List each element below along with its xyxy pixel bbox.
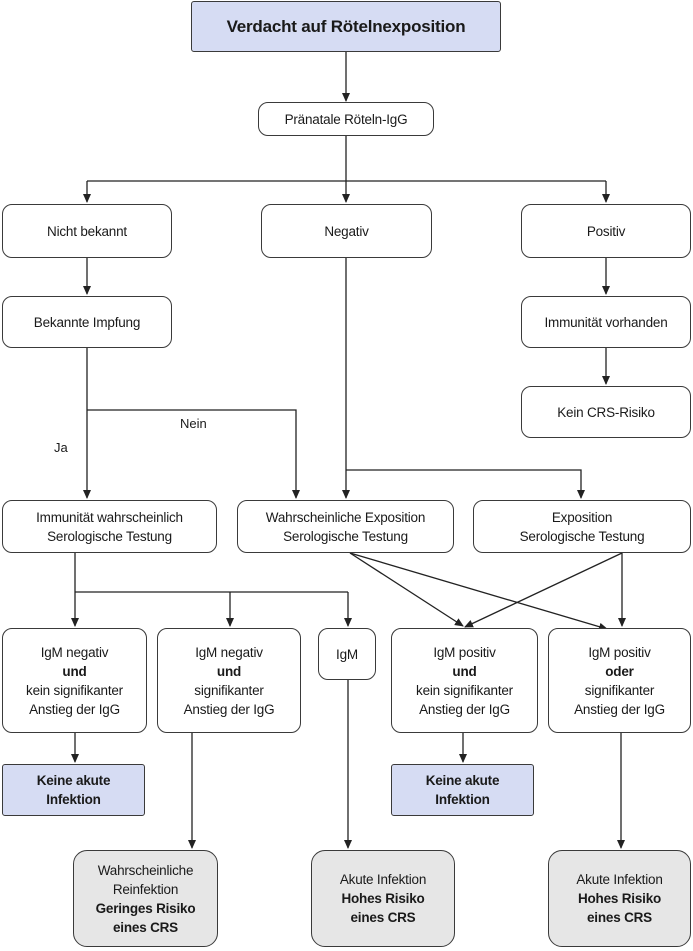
text: Immunität vorhanden bbox=[544, 314, 668, 330]
node-no-crs-risk: Kein CRS-Risiko bbox=[521, 386, 691, 438]
line: Akute Infektion bbox=[339, 872, 427, 887]
node-acute-infection-2: Akute Infektion Hohes Risiko eines CRS bbox=[548, 850, 691, 947]
line: eines CRS bbox=[350, 910, 416, 925]
node-igm-pos-or-rise: IgM positiv oder signifikanter Anstieg d… bbox=[548, 628, 691, 733]
edge-label-nein: Nein bbox=[180, 416, 207, 431]
text: Nicht bekannt bbox=[47, 223, 127, 239]
node-exposure-likely: Wahrscheinliche Exposition Serologische … bbox=[237, 500, 454, 553]
node-igm-pos-no-rise: IgM positiv und kein signifikanter Ansti… bbox=[391, 628, 538, 733]
text: Kein CRS-Risiko bbox=[557, 404, 655, 420]
line: Wahrscheinliche bbox=[97, 862, 194, 878]
line: kein signifikanter bbox=[416, 682, 513, 698]
line: IgM negativ bbox=[40, 644, 109, 660]
node-positive: Positiv bbox=[521, 204, 691, 258]
text: Pränatale Röteln-IgG bbox=[284, 111, 408, 127]
node-no-acute-infection-2: Keine akute Infektion bbox=[391, 764, 534, 816]
line: Immunität wahrscheinlich bbox=[36, 509, 183, 525]
line: Exposition bbox=[551, 509, 613, 525]
text: Negativ bbox=[324, 223, 369, 239]
node-unknown: Nicht bekannt bbox=[2, 204, 172, 258]
line: Anstieg der IgG bbox=[574, 701, 665, 717]
line: kein signifikanter bbox=[26, 682, 123, 698]
line: Hohes Risiko bbox=[577, 891, 662, 906]
node-reinfection: Wahrscheinliche Reinfektion Geringes Ris… bbox=[73, 850, 218, 947]
line: Serologische Testung bbox=[47, 528, 172, 544]
line: IgM positiv bbox=[588, 644, 651, 660]
node-acute-infection-1: Akute Infektion Hohes Risiko eines CRS bbox=[311, 850, 455, 947]
line: Serologische Testung bbox=[283, 528, 408, 544]
line: signifikanter bbox=[584, 682, 655, 698]
text: Bekannte Impfung bbox=[33, 314, 141, 330]
node-igm: IgM bbox=[318, 628, 376, 680]
edge-exp-igmpos1 bbox=[464, 552, 623, 628]
line: Reinfektion bbox=[112, 881, 179, 897]
node-igm-neg-rise: IgM negativ und signifikanter Anstieg de… bbox=[157, 628, 301, 733]
edge-explikely-igmpos2 bbox=[349, 552, 608, 631]
line: Akute Infektion bbox=[576, 872, 663, 887]
text: IgM bbox=[336, 646, 358, 662]
line: Hohes Risiko bbox=[341, 891, 425, 906]
line: und bbox=[62, 663, 87, 679]
line: Keine akute bbox=[36, 773, 111, 788]
node-no-acute-infection-1: Keine akute Infektion bbox=[2, 764, 145, 816]
line: Anstieg der IgG bbox=[29, 701, 120, 717]
line: Geringes Risiko bbox=[95, 900, 196, 916]
edge-explikely-igmpos1 bbox=[349, 552, 464, 627]
line: eines CRS bbox=[113, 919, 178, 935]
line: Infektion bbox=[435, 792, 490, 807]
node-prenatal-igg: Pränatale Röteln-IgG bbox=[258, 102, 434, 136]
line: und bbox=[452, 663, 477, 679]
line: IgM negativ bbox=[195, 644, 263, 660]
line: und bbox=[216, 663, 242, 679]
edge-negative-exposure2 bbox=[346, 469, 585, 499]
line: Serologische Testung bbox=[519, 528, 645, 544]
node-known-vaccination: Bekannte Impfung bbox=[2, 296, 172, 348]
node-negative: Negativ bbox=[261, 204, 432, 258]
line: eines CRS bbox=[587, 910, 652, 925]
line: Keine akute bbox=[425, 773, 500, 788]
node-igm-neg-no-rise: IgM negativ und kein signifikanter Ansti… bbox=[2, 628, 147, 733]
line: Wahrscheinliche Exposition bbox=[265, 509, 426, 525]
line: Infektion bbox=[46, 792, 101, 807]
line: Anstieg der IgG bbox=[419, 701, 510, 717]
line: Anstieg der IgG bbox=[183, 701, 275, 717]
line: IgM positiv bbox=[433, 644, 496, 660]
node-immunity-present: Immunität vorhanden bbox=[521, 296, 691, 348]
title-text: Verdacht auf Rötelnexposition bbox=[226, 17, 466, 36]
line: oder bbox=[605, 663, 634, 679]
edge-label-ja: Ja bbox=[54, 440, 68, 455]
text: Positiv bbox=[586, 223, 626, 239]
node-exposure: Exposition Serologische Testung bbox=[473, 500, 691, 553]
line: signifikanter bbox=[194, 682, 264, 698]
node-immunity-likely: Immunität wahrscheinlich Serologische Te… bbox=[2, 500, 217, 553]
edge-vacc-nein bbox=[87, 409, 300, 499]
node-title: Verdacht auf Rötelnexposition bbox=[191, 1, 501, 52]
